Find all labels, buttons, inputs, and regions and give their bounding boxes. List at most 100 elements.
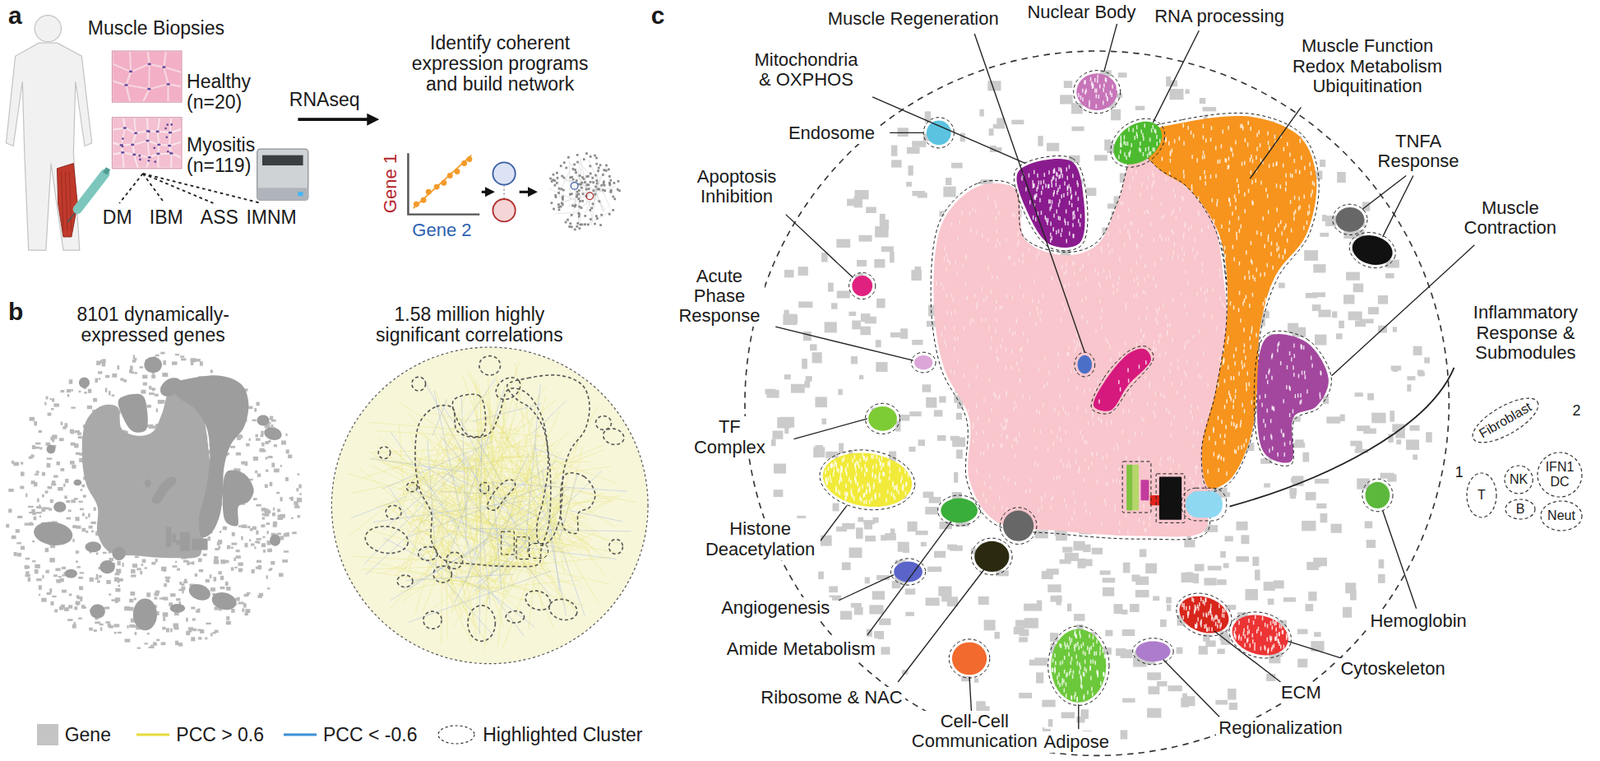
gene-square	[94, 378, 98, 384]
cell-nucleus	[166, 83, 170, 86]
gene-square	[85, 516, 88, 519]
gene-square	[46, 396, 49, 400]
gene-square	[1199, 97, 1206, 104]
network-dot	[598, 188, 602, 191]
immune-cell	[153, 160, 157, 163]
gene-square	[222, 526, 227, 531]
muscle-fibre	[69, 171, 71, 232]
network-dot	[552, 208, 555, 211]
gene-square	[953, 471, 958, 483]
gene-square	[72, 538, 74, 542]
muscle-cell	[147, 154, 158, 167]
gene-square	[65, 499, 70, 503]
gene-square	[130, 568, 136, 574]
gene-square	[1348, 311, 1363, 321]
gene-square	[956, 412, 962, 420]
immune-cell	[147, 159, 151, 162]
gene-square	[126, 624, 129, 629]
gene-square	[36, 498, 40, 503]
gene-square	[929, 496, 942, 504]
gene-square	[152, 641, 157, 645]
gene-square	[64, 478, 69, 483]
network-dot	[608, 175, 611, 178]
network-dot	[568, 193, 572, 196]
gene-square	[253, 456, 259, 461]
gene-square	[38, 593, 41, 596]
gene-square	[114, 631, 117, 634]
gene-square	[220, 559, 226, 564]
gene-square	[154, 393, 159, 397]
correlation-line	[483, 417, 563, 492]
gene-square	[813, 447, 825, 458]
gene-square	[850, 356, 858, 364]
muscle-cell	[122, 129, 135, 144]
gene-square	[92, 397, 98, 403]
gene-square	[860, 326, 871, 336]
cell-nucleus	[134, 131, 138, 135]
gene-circle	[492, 198, 515, 222]
cell-nucleus	[120, 151, 125, 154]
network-dot	[589, 172, 592, 176]
gene-square	[1202, 106, 1217, 111]
network-dot	[578, 212, 581, 216]
gene-square	[869, 604, 884, 614]
gene-square	[213, 555, 218, 560]
gene-square	[1216, 578, 1227, 585]
gene-square	[174, 611, 180, 616]
network-dot	[558, 208, 561, 212]
gene-square	[273, 443, 278, 447]
network-link	[595, 189, 605, 213]
network-dot	[600, 213, 603, 217]
gene-square	[60, 467, 65, 472]
gene-square	[58, 575, 62, 578]
correlation-line	[429, 381, 500, 453]
gene-square	[281, 439, 287, 444]
gene-square	[821, 418, 827, 425]
gene-square	[280, 464, 283, 468]
gene-square	[51, 480, 56, 484]
gene-square	[261, 542, 266, 547]
muscle-cell	[147, 118, 159, 131]
gene-square	[1326, 416, 1341, 423]
network-dot	[601, 189, 605, 192]
gene-square	[987, 80, 1001, 91]
network-dot	[576, 161, 579, 164]
gene-square	[41, 494, 45, 498]
gene-square	[1405, 439, 1420, 450]
network-dot	[602, 180, 606, 183]
gene-square	[1229, 702, 1238, 710]
network-dot	[588, 208, 592, 212]
gene-square	[134, 371, 138, 375]
gene-square	[136, 567, 142, 570]
gene-square	[34, 446, 40, 449]
cluster-outline	[603, 428, 625, 444]
gene-square	[956, 448, 963, 458]
gene-square	[902, 547, 910, 553]
gene-square	[213, 559, 219, 564]
gene-square	[162, 360, 167, 366]
gene-square	[78, 585, 84, 590]
gene-square	[1406, 375, 1416, 380]
gene-square	[162, 611, 169, 616]
gene-square	[240, 536, 244, 541]
correlation-line	[406, 530, 469, 532]
gene-square	[1368, 306, 1379, 315]
gene-square	[268, 455, 273, 458]
gene-square	[41, 507, 46, 512]
correlation-line	[407, 538, 495, 636]
network-dot	[596, 217, 599, 220]
gene-square	[849, 547, 863, 559]
gene-square	[772, 430, 783, 440]
network-dot	[602, 168, 606, 172]
gene-square	[97, 370, 102, 374]
gene-square	[64, 606, 70, 611]
gene-square	[1305, 603, 1314, 611]
gene-square	[105, 620, 111, 624]
gene-square	[1061, 712, 1075, 719]
gene-square	[70, 442, 76, 446]
gene-square	[265, 469, 269, 472]
cell-nucleus	[168, 131, 172, 135]
cluster-outline	[467, 605, 495, 641]
network-dot	[578, 215, 581, 218]
gene-square	[270, 560, 275, 565]
